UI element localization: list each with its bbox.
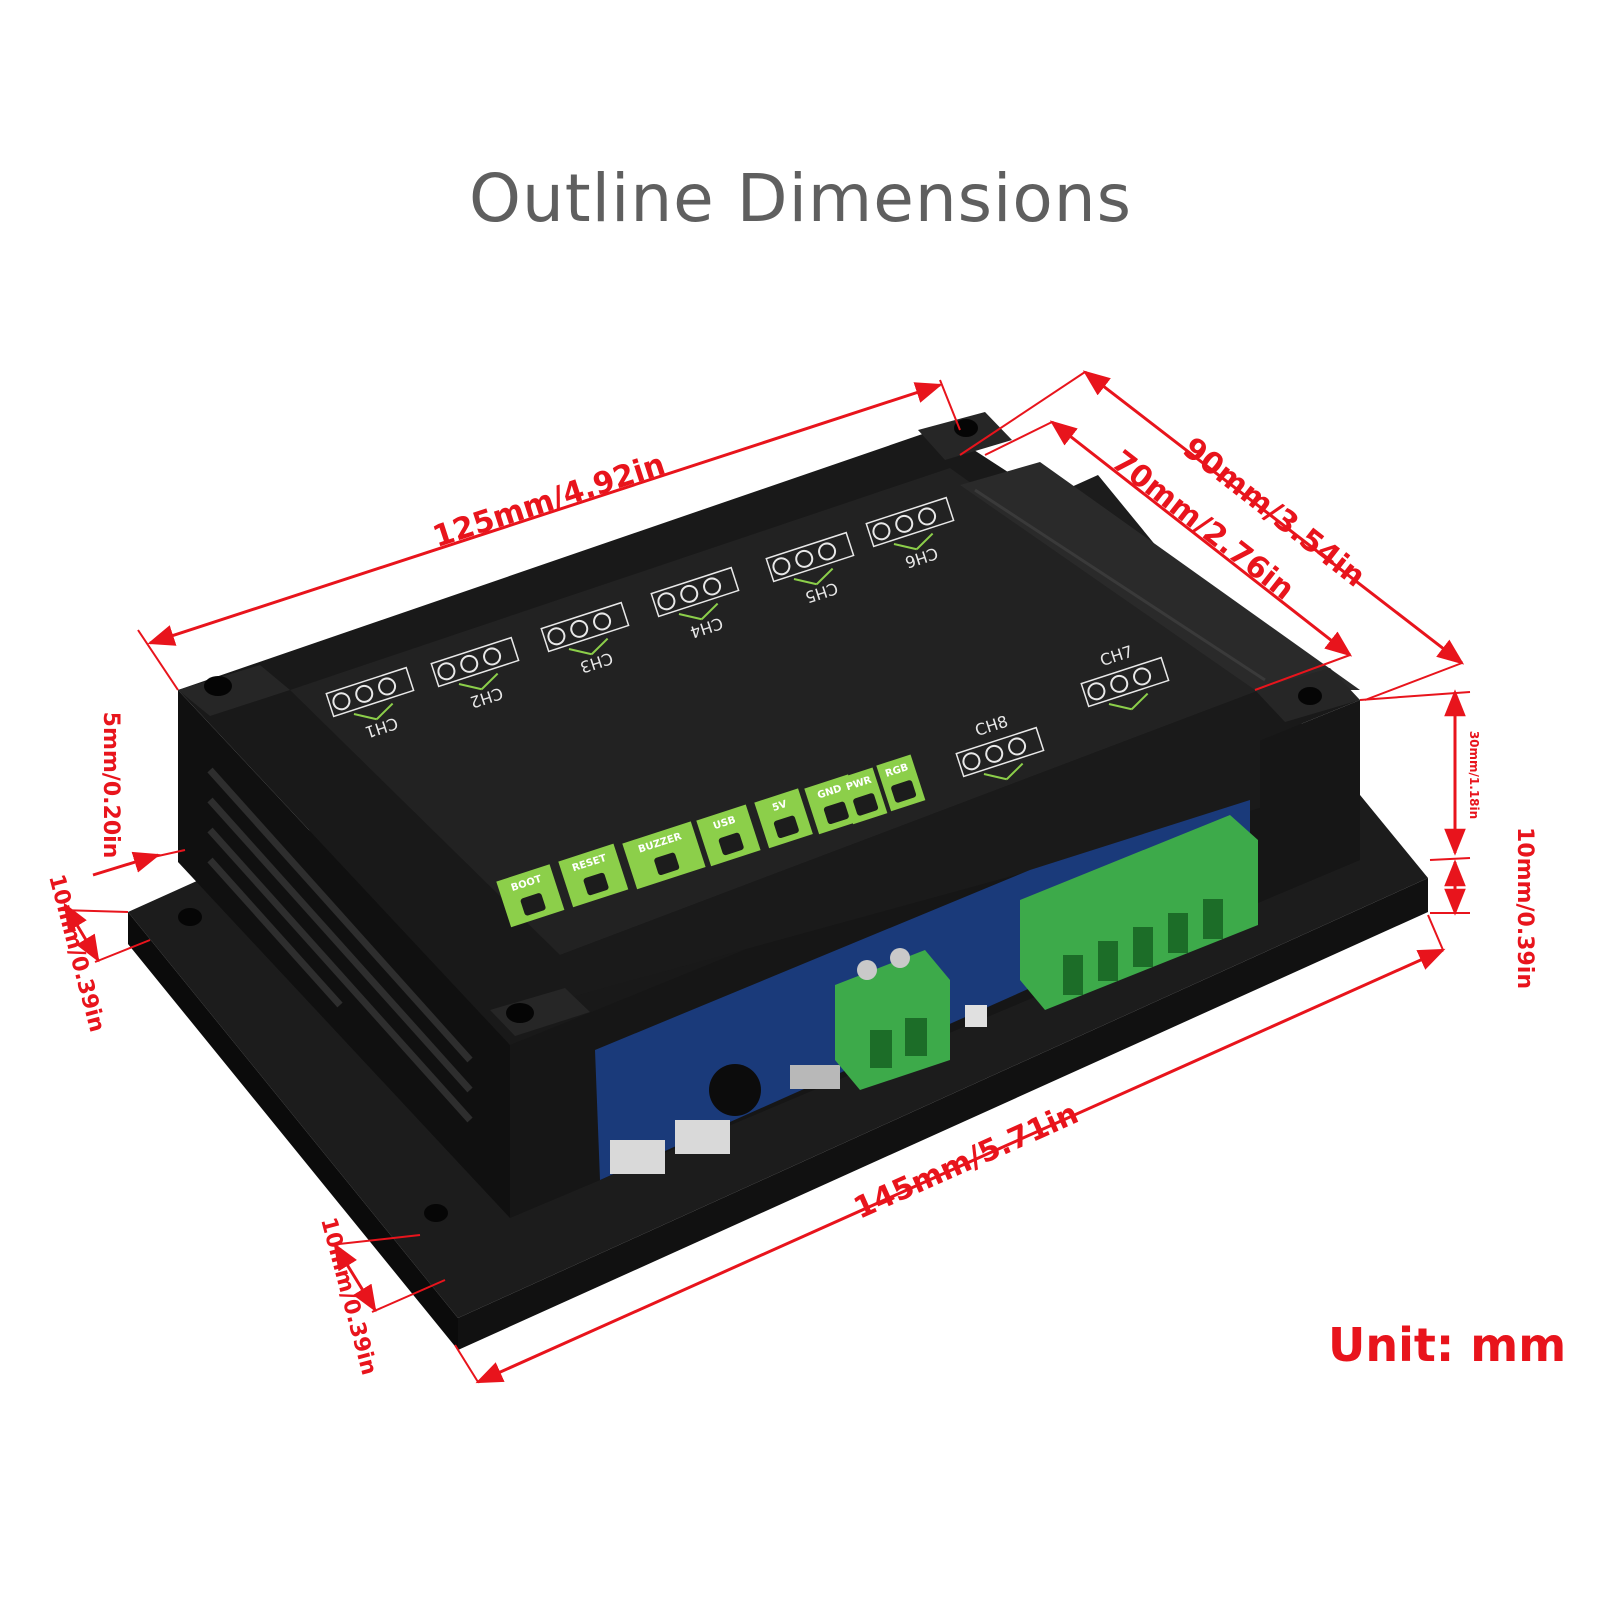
dim-flange-left: 5mm/0.20in (98, 712, 123, 859)
indicator-icon (718, 832, 744, 856)
terminal-screw (1110, 674, 1129, 693)
indicator-icon (773, 815, 799, 839)
dim-line-width-inner (1049, 420, 1353, 657)
terminal-screw (962, 752, 981, 771)
terminal-screw (985, 744, 1004, 763)
terminal-screw (332, 692, 351, 711)
terminal-screw (437, 662, 456, 681)
terminal-screw (1087, 682, 1106, 701)
terminal-screw (1008, 737, 1027, 756)
tact-button (675, 1120, 730, 1154)
indicator-pwr: PWR (838, 767, 888, 825)
indicator-icon (853, 793, 879, 816)
indicator-5v: 5V (754, 788, 813, 849)
buzzer (709, 1064, 761, 1116)
indicator-icon (654, 852, 680, 876)
rgb-led (965, 1005, 987, 1027)
indicator-boot: BOOT (496, 864, 565, 928)
page-title: Outline Dimensions (469, 160, 1132, 237)
dim-height-body: 30mm/1.18in (1467, 731, 1481, 819)
dimension-lines (59, 370, 1471, 1384)
indicator-icon (583, 872, 609, 896)
indicator-rgb: RGB (876, 754, 926, 812)
indicator-icon (891, 780, 917, 803)
dim-line-length-base (475, 948, 1446, 1384)
indicator-usb: USB (696, 804, 761, 867)
vent-slots (207, 767, 473, 1123)
terminal-screw (378, 677, 397, 696)
dim-line-length-top (147, 382, 943, 646)
dim-base-left: 10mm/0.39in (43, 872, 109, 1035)
unit-label: Unit: mm (1328, 1318, 1567, 1372)
dim-line-base-left (63, 902, 100, 963)
indicator-icon (520, 893, 546, 916)
mounting-hole (1298, 687, 1322, 705)
mounting-hole (424, 1204, 448, 1222)
terminal-screw (460, 654, 479, 673)
dim-base-right: 10mm/0.39in (1512, 827, 1537, 989)
terminal-screw (483, 647, 502, 666)
indicator-icon (823, 801, 849, 825)
indicator-label: 5V (771, 799, 789, 814)
indicator-reset: RESET (558, 843, 629, 908)
tact-button (610, 1140, 665, 1174)
mounting-hole (954, 419, 978, 437)
dim-line-base-front (333, 1242, 377, 1313)
mounting-hole (178, 908, 202, 926)
mounting-hole (204, 676, 232, 696)
terminal-screw (355, 684, 374, 703)
terminal-screw (1133, 667, 1152, 686)
mounting-hole (506, 1003, 534, 1023)
usb-port (790, 1065, 840, 1089)
